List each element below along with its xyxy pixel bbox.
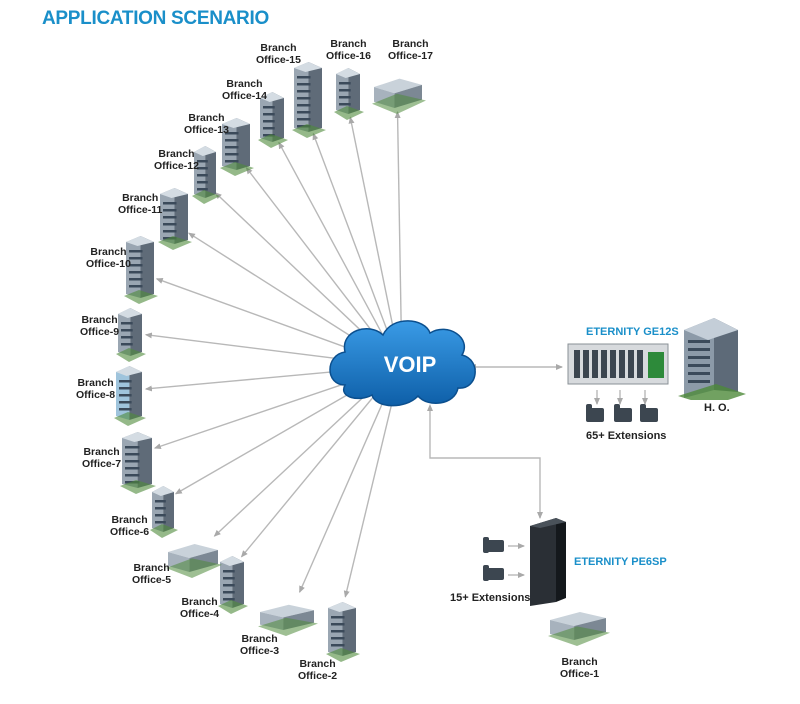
building-b14 <box>258 90 290 155</box>
building-b6 <box>150 484 180 545</box>
building-b2 <box>326 600 362 669</box>
building-b5 <box>166 532 224 585</box>
ge12s-label: ETERNITY GE12S <box>586 326 679 338</box>
link-b15 <box>312 132 394 346</box>
building-b17 <box>372 66 428 121</box>
ge12s-device <box>567 343 669 385</box>
link-b6 <box>174 376 379 495</box>
link-b11 <box>188 232 380 355</box>
link-b2 <box>343 387 397 598</box>
link-b3 <box>299 385 391 594</box>
label-b4: Branch Office-4 <box>180 596 220 620</box>
link-b1 <box>427 404 543 519</box>
building-b7 <box>120 430 158 501</box>
building-b16 <box>334 66 366 127</box>
label-b9: Branch Office-9 <box>80 314 120 338</box>
pe6sp-device <box>530 518 566 606</box>
head-office-building <box>678 318 746 400</box>
label-b8: Branch Office-8 <box>76 377 116 401</box>
label-b10: Branch Office-10 <box>86 246 131 270</box>
link-b4 <box>240 382 386 558</box>
link-b10 <box>155 278 377 359</box>
link-b7 <box>153 372 376 450</box>
spoke-links <box>144 110 648 598</box>
label-b13: Branch Office-13 <box>184 112 229 136</box>
link-b17 <box>394 110 403 345</box>
label-b15: Branch Office-15 <box>256 42 301 66</box>
ho-phones <box>586 404 658 422</box>
building-b10 <box>124 234 160 311</box>
branch1-phones <box>483 537 504 581</box>
link-b12 <box>214 192 383 352</box>
pe6sp-label: ETERNITY PE6SP <box>574 556 667 568</box>
label-b2: Branch Office-2 <box>298 658 338 682</box>
link-b16 <box>348 116 398 345</box>
building-b15 <box>292 60 328 145</box>
building-b9 <box>116 306 148 369</box>
label-b7: Branch Office-7 <box>82 446 122 470</box>
voip-label: VOIP <box>383 352 437 377</box>
label-b6: Branch Office-6 <box>110 514 150 538</box>
link-b13 <box>245 167 386 349</box>
branch1-extensions-label: 15+ Extensions <box>450 592 531 604</box>
label-b14: Branch Office-14 <box>222 78 267 102</box>
label-b12: Branch Office-12 <box>154 148 199 172</box>
diagram-title: APPLICATION SCENARIO <box>42 8 269 29</box>
link-b5 <box>213 380 382 537</box>
label-b16: Branch Office-16 <box>326 38 371 62</box>
label-b11: Branch Office-11 <box>118 192 163 216</box>
building-b11 <box>158 186 194 257</box>
link-b14 <box>278 141 390 347</box>
building-b3 <box>258 594 320 643</box>
building-b12 <box>192 144 222 211</box>
ho-label: H. O. <box>704 402 730 414</box>
voip-cloud <box>329 320 476 407</box>
building-b1 <box>548 600 612 653</box>
label-b3: Branch Office-3 <box>240 633 280 657</box>
building-b4 <box>218 554 250 621</box>
building-b8 <box>114 364 148 433</box>
label-b1: Branch Office-1 <box>560 656 600 680</box>
ho-extensions-label: 65+ Extensions <box>586 430 667 442</box>
label-b17: Branch Office-17 <box>388 38 433 62</box>
label-b5: Branch Office-5 <box>132 562 172 586</box>
building-b13 <box>220 116 256 183</box>
